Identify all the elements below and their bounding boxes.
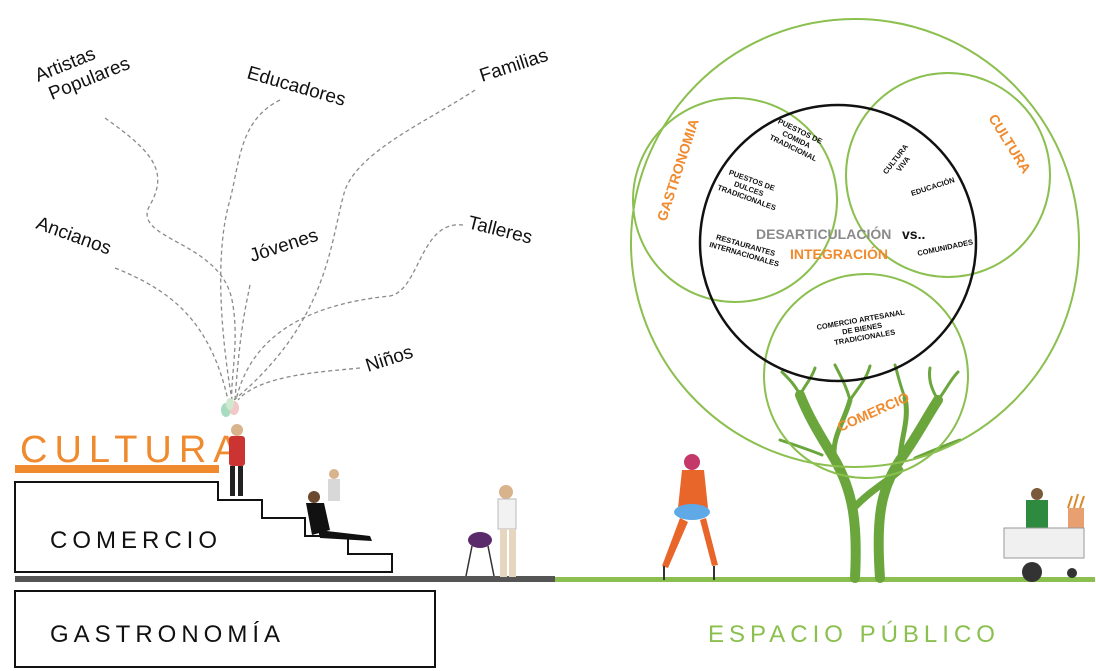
venn-cultura-label: CULTURA — [985, 111, 1034, 176]
tree — [778, 363, 962, 583]
cultura-title: CULTURA — [20, 429, 246, 471]
outer-circle — [630, 18, 1080, 468]
balloons — [221, 398, 239, 417]
venn-circles — [630, 18, 1080, 479]
desarticulacion-label: DESARTICULACIÓN — [756, 225, 891, 242]
label-ancianos: Ancianos — [33, 213, 114, 259]
ground-gray — [15, 576, 555, 582]
puestos-dulces-label: PUESTOS DE DULCES TRADICIONALES — [716, 166, 783, 212]
puestos-comida-label: PUESTOS DE COMIDA TRADICIONAL — [768, 116, 827, 163]
espacio-publico-label: ESPACIO PÚBLICO — [708, 621, 1000, 648]
educacion-label: EDUCACIÓN — [910, 175, 956, 198]
comercio-label: COMERCIO — [50, 527, 222, 554]
label-talleres: Talleres — [466, 212, 535, 248]
child-figure — [229, 424, 245, 496]
gastronomia-circle — [632, 97, 838, 303]
string-familias — [233, 89, 476, 401]
label-artistas-populares: Artistas Populares — [32, 33, 133, 107]
string-ancianos — [114, 267, 229, 401]
string-jovenes — [234, 284, 251, 401]
gastronomia-box — [14, 590, 436, 668]
string-talleres — [235, 224, 464, 401]
vs-label: vs.. — [902, 226, 925, 242]
label-educadores: Educadores — [245, 63, 348, 111]
vendor-cart-figure — [1003, 488, 1085, 582]
audience-strings — [104, 89, 476, 401]
string-artistas — [104, 117, 236, 401]
woman-with-child-figure — [306, 469, 372, 541]
cultura-underline — [15, 465, 219, 473]
cultura-viva-label: CULTURA VIVA — [881, 141, 918, 182]
comercio-artesanal-label: COMERCIO ARTESANAL DE BIENES TRADICIONAL… — [816, 307, 911, 349]
integracion-label: INTEGRACIÓN — [790, 245, 888, 262]
cultura-circle — [845, 72, 1051, 278]
label-jovenes: Jóvenes — [247, 225, 321, 267]
stilt-walker-figure — [662, 454, 718, 580]
grill-man-figure — [465, 485, 517, 577]
central-circle — [698, 103, 978, 383]
string-educadores — [220, 99, 281, 401]
ground-green — [555, 577, 1095, 582]
label-familias: Familias — [477, 45, 551, 87]
label-ninos: Niños — [363, 342, 416, 377]
gastronomia-label: GASTRONOMÍA — [50, 621, 285, 648]
stairs-block — [14, 481, 393, 573]
string-ninos — [237, 367, 361, 401]
comercio-circle — [763, 273, 969, 479]
